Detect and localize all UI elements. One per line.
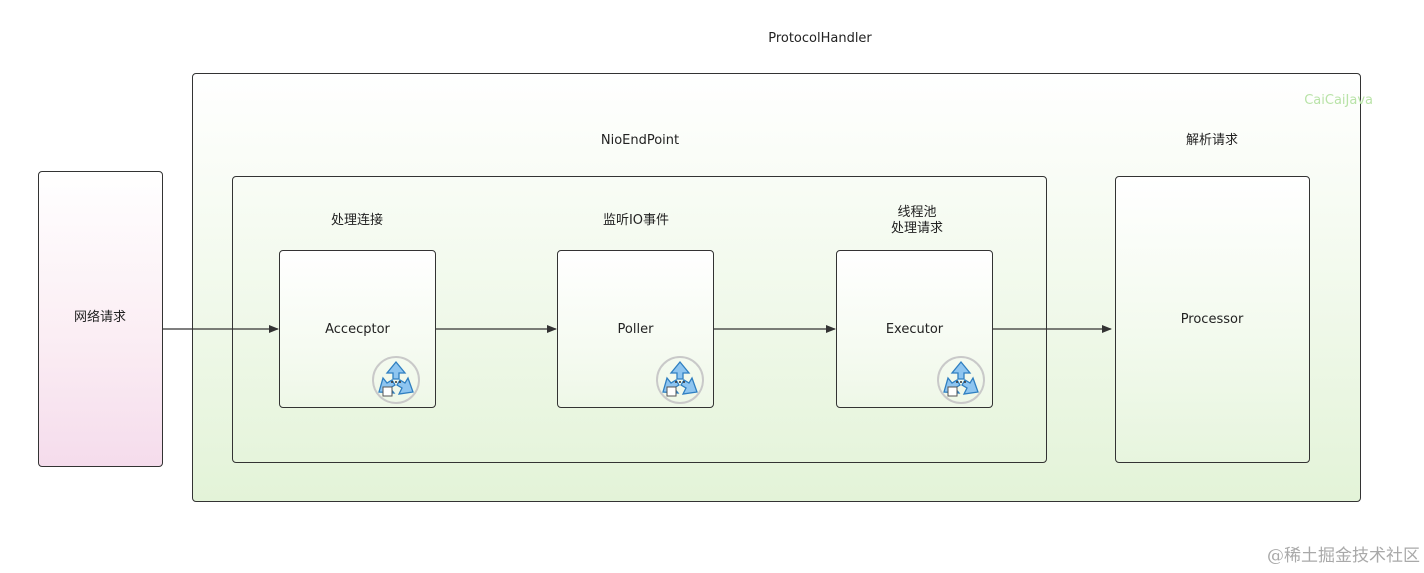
processor-label: Processor [1180, 312, 1244, 327]
nio-endpoint-container [232, 176, 1047, 463]
recycle-icon [937, 356, 985, 404]
poller-caption: 监听IO事件 [602, 213, 670, 228]
executor-box: Executor [836, 250, 993, 408]
executor-label: Executor [885, 322, 944, 337]
recycle-icon [372, 356, 420, 404]
network-request-box: 网络请求 [38, 171, 163, 467]
poller-label: Poller [617, 322, 654, 337]
processor-box: Processor [1115, 176, 1310, 463]
parse-request-caption: 解析请求 [1185, 133, 1238, 148]
network-request-label: 网络请求 [73, 310, 126, 325]
acceptor-box: Accecptor [279, 250, 436, 408]
recycle-icon [656, 356, 704, 404]
executor-caption: 线程池 处理请求 [890, 205, 943, 236]
poller-box: Poller [557, 250, 714, 408]
endpoint-label: NioEndPoint [600, 133, 680, 148]
diagram-title: ProtocolHandler [768, 31, 872, 46]
acceptor-label: Accecptor [325, 322, 390, 337]
acceptor-caption: 处理连接 [330, 213, 383, 228]
watermark-caicaijava: CaiCaiJava [1304, 93, 1373, 108]
site-watermark: @稀土掘金技术社区 [1267, 546, 1420, 566]
